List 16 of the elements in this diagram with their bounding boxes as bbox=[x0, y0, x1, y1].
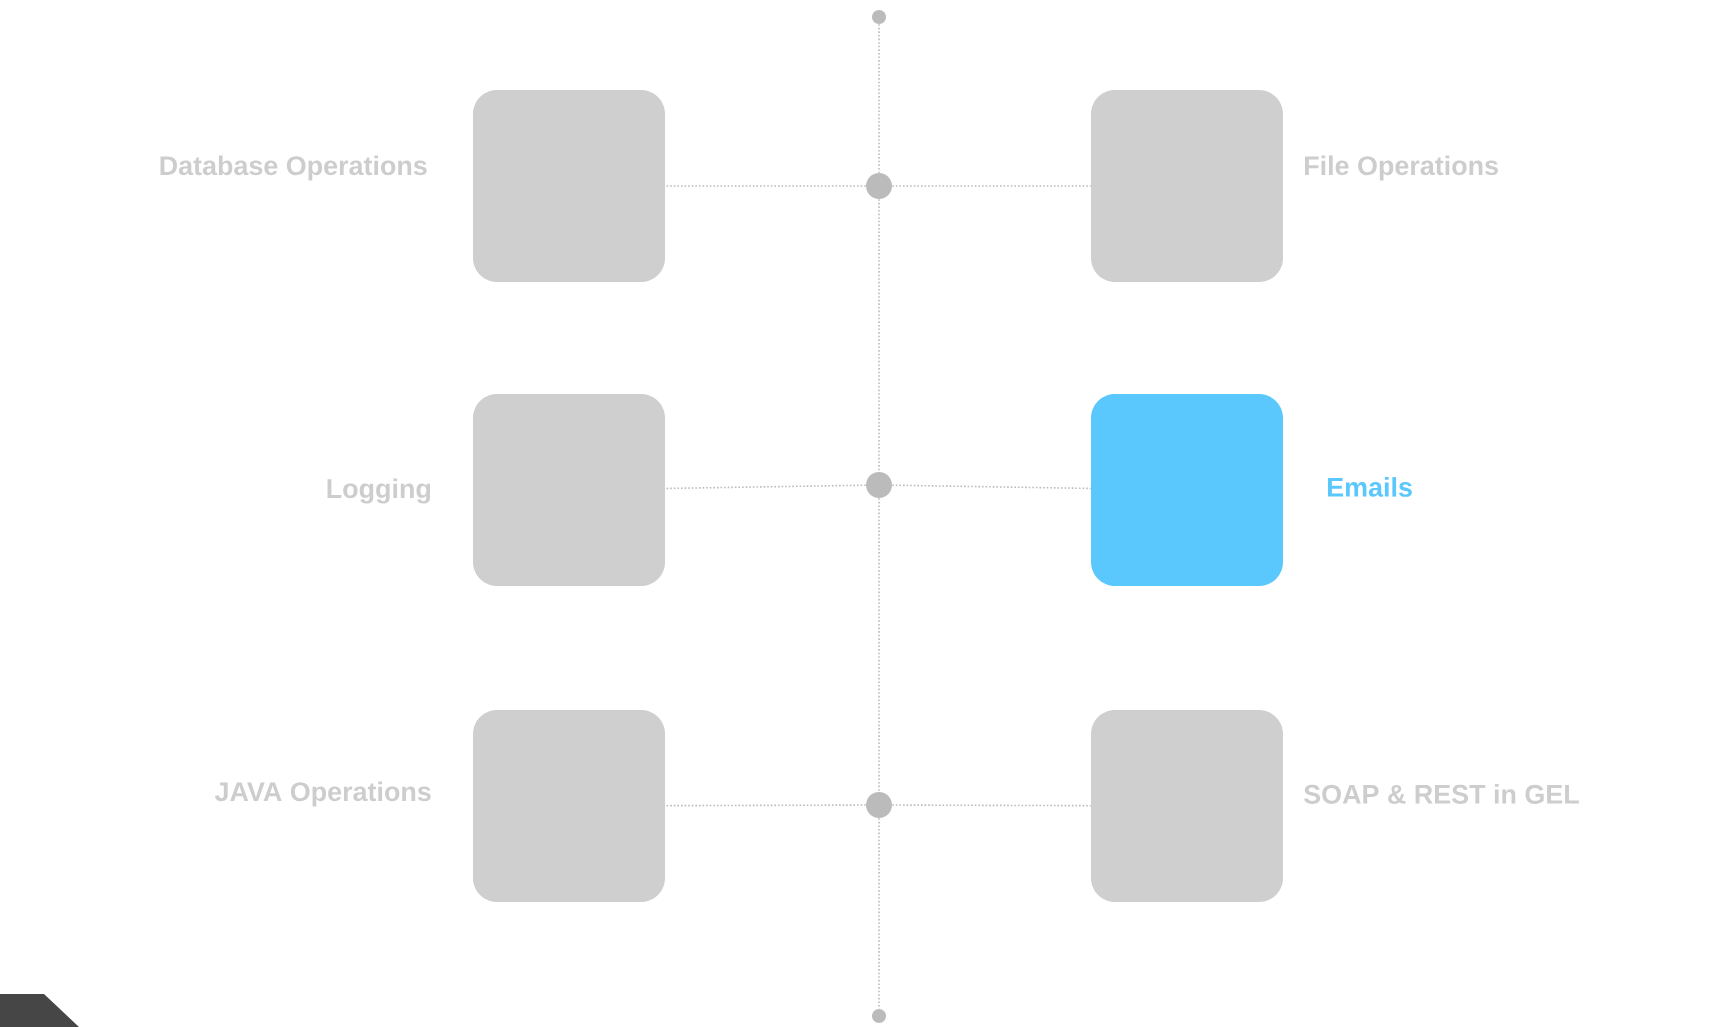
dot bbox=[872, 10, 886, 24]
connector-line bbox=[878, 497, 880, 793]
connector-line bbox=[664, 484, 867, 490]
connector-line bbox=[891, 185, 1092, 187]
dot bbox=[866, 173, 892, 199]
dot bbox=[872, 1009, 886, 1023]
connector-line bbox=[878, 198, 880, 473]
connector-line bbox=[891, 484, 1092, 490]
connector-line bbox=[664, 804, 867, 807]
dot bbox=[866, 792, 892, 818]
connector-line bbox=[878, 23, 880, 174]
connector-line bbox=[664, 185, 867, 187]
connector-line bbox=[891, 804, 1092, 807]
connector-line bbox=[878, 817, 880, 1010]
box-label: Emails bbox=[1328, 477, 1412, 497]
dot bbox=[866, 472, 892, 498]
